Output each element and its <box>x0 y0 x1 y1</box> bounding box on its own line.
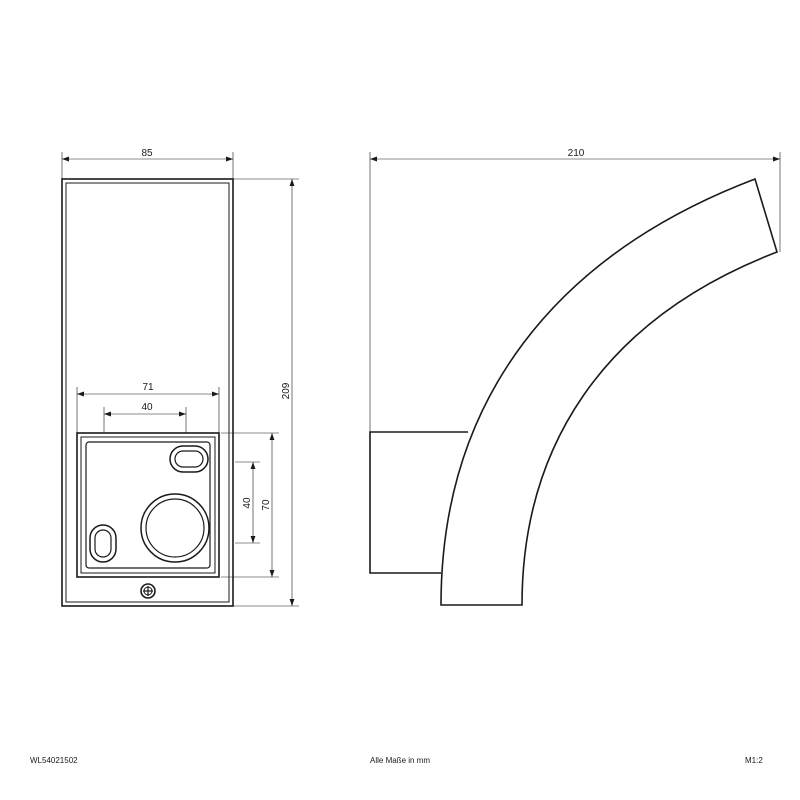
units-note: Alle Maße in mm <box>370 756 431 765</box>
dimension-label-front-width: 85 <box>141 148 153 159</box>
dimension-plate-width: 71 <box>76 382 220 433</box>
article-number: WL54021502 <box>30 756 78 765</box>
dimension-label-side-depth: 210 <box>568 148 585 159</box>
dimension-label-plate-width: 71 <box>142 382 154 393</box>
dimension-plate-inner-height: 40 <box>235 461 260 544</box>
curved-arm <box>440 177 778 606</box>
dimension-side-depth: 210 <box>369 148 781 432</box>
wall-base-block <box>369 431 468 574</box>
dimension-plate-height: 70 <box>221 432 279 578</box>
side-view: 210 <box>369 148 781 606</box>
slot-hole-top-right <box>169 445 209 473</box>
dimension-plate-inner-width: 40 <box>103 402 187 433</box>
housing-inner-outline <box>65 182 230 603</box>
cable-entry-outer <box>140 493 210 563</box>
dimension-label-plate-height: 70 <box>261 499 272 511</box>
dimension-label-front-height: 209 <box>281 382 292 399</box>
housing-outer-outline <box>61 178 234 607</box>
slot-hole-top-right-inner <box>174 450 204 468</box>
dimension-label-plate-inner-width: 40 <box>141 402 153 413</box>
cable-entry-inner <box>145 498 205 558</box>
slot-hole-bottom-left-inner <box>94 529 112 558</box>
scale-label: M1:2 <box>745 756 763 765</box>
front-view: 85 209 71 40 40 <box>61 148 299 607</box>
dimension-front-width: 85 <box>61 148 234 179</box>
mounting-plate-frame <box>80 436 216 574</box>
mounting-plate-outer <box>76 432 220 578</box>
dimension-label-plate-inner-height: 40 <box>242 497 253 509</box>
mounting-plate-inner <box>85 441 211 569</box>
screw-icon <box>140 583 156 599</box>
slot-hole-bottom-left <box>89 524 117 563</box>
dimension-front-height: 209 <box>233 178 299 607</box>
